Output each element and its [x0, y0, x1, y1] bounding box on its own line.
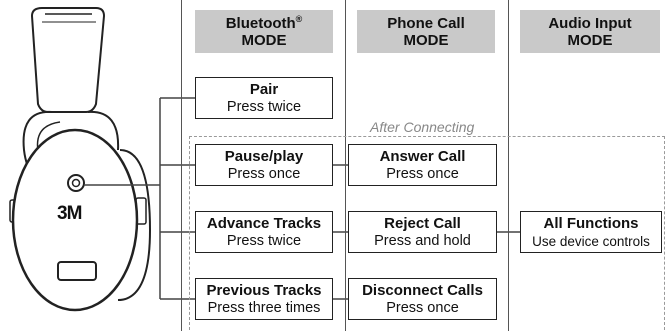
header-audio-input-mode: Audio Input MODE — [520, 10, 660, 53]
action-subtitle: Press three times — [207, 299, 321, 316]
action-subtitle: Press once — [227, 165, 301, 182]
action-subtitle: Press twice — [226, 98, 302, 115]
action-title: Answer Call — [379, 147, 466, 165]
action-subtitle: Press twice — [226, 232, 302, 249]
after-connecting-region — [189, 136, 665, 330]
bluetooth-action-pair: Pair Press twice — [195, 77, 333, 119]
audio-action-all-functions: All Functions Use device controls — [520, 211, 662, 253]
phone-action-reject-call: Reject Call Press and hold — [348, 211, 497, 253]
header-bluetooth-line2: MODE — [241, 31, 287, 49]
bluetooth-action-previous-tracks: Previous Tracks Press three times — [195, 278, 333, 320]
registered-mark: ® — [295, 13, 303, 24]
action-subtitle: Press and hold — [374, 232, 471, 249]
column-divider — [508, 0, 509, 331]
action-subtitle: Use device controls — [532, 233, 650, 249]
header-phone-line2: MODE — [403, 31, 449, 49]
action-title: Advance Tracks — [206, 214, 322, 232]
action-title: Previous Tracks — [206, 281, 322, 299]
header-phone-call-mode: Phone Call MODE — [357, 10, 495, 53]
header-audio-line1: Audio Input — [548, 14, 632, 32]
action-subtitle: Press once — [386, 165, 459, 182]
action-title: Pair — [249, 80, 279, 98]
phone-action-answer-call: Answer Call Press once — [348, 144, 497, 186]
action-subtitle: Press once — [386, 299, 459, 316]
phone-action-disconnect-calls: Disconnect Calls Press once — [348, 278, 497, 320]
ear-cup — [11, 128, 139, 312]
headband — [30, 7, 106, 113]
header-audio-line2: MODE — [567, 31, 613, 49]
header-bluetooth-mode: Bluetooth® MODE — [195, 10, 333, 53]
column-divider — [345, 0, 346, 331]
action-title: Reject Call — [384, 214, 461, 232]
header-phone-line1: Phone Call — [387, 14, 465, 32]
bluetooth-action-pause-play: Pause/play Press once — [195, 144, 333, 186]
column-divider — [181, 0, 182, 331]
action-title: Disconnect Calls — [362, 281, 483, 299]
bluetooth-action-advance-tracks: Advance Tracks Press twice — [195, 211, 333, 253]
brand-logo: 3M — [57, 203, 82, 224]
port — [57, 261, 97, 281]
headset-illustration — [9, 7, 152, 312]
header-bluetooth-line1: Bluetooth — [225, 14, 296, 32]
action-title: Pause/play — [224, 147, 304, 165]
action-title: All Functions — [543, 214, 639, 232]
after-connecting-label: After Connecting — [366, 119, 479, 135]
